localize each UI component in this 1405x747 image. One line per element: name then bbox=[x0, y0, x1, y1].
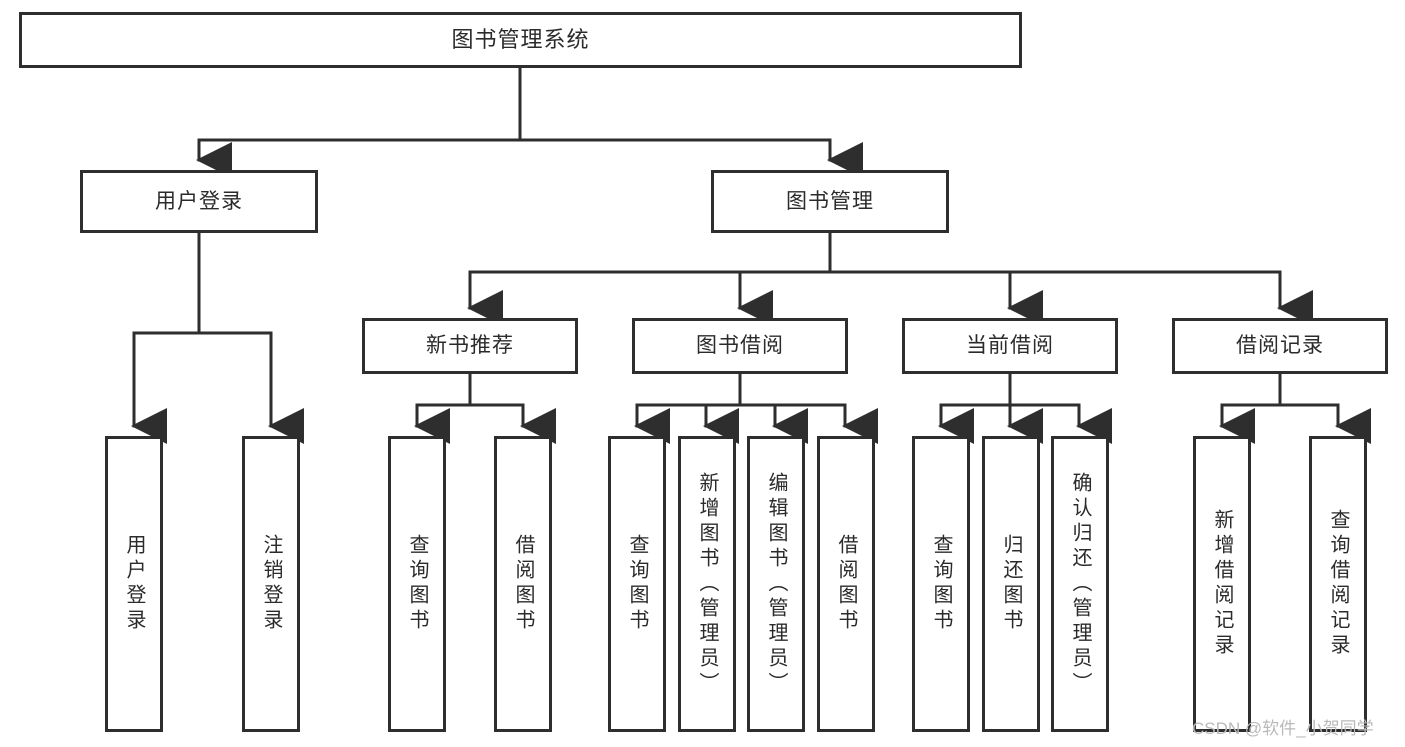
node-label: 图书管理 bbox=[786, 189, 874, 213]
node-label: 用户登录 bbox=[123, 534, 145, 634]
leaf-confirm-return-admin[interactable]: 确认归还（管理员） bbox=[1051, 436, 1109, 732]
leaf-user-login[interactable]: 用户登录 bbox=[105, 436, 163, 732]
node-new-book-recommendation[interactable]: 新书推荐 bbox=[362, 318, 578, 374]
node-label: 注销登录 bbox=[260, 534, 282, 634]
node-label: 借阅图书 bbox=[512, 534, 534, 634]
node-label: 新增图书（管理员） bbox=[696, 471, 718, 697]
node-user-login[interactable]: 用户登录 bbox=[80, 170, 318, 233]
node-label: 查询图书 bbox=[930, 534, 952, 634]
node-label: 查询图书 bbox=[406, 534, 428, 634]
node-label: 查询图书 bbox=[626, 534, 648, 634]
node-book-borrowing[interactable]: 图书借阅 bbox=[632, 318, 848, 374]
node-label: 借阅记录 bbox=[1236, 334, 1324, 358]
node-label: 新书推荐 bbox=[426, 334, 514, 358]
node-root-book-management-system[interactable]: 图书管理系统 bbox=[19, 12, 1022, 68]
node-label: 用户登录 bbox=[155, 189, 243, 213]
node-label: 当前借阅 bbox=[966, 334, 1054, 358]
leaf-edit-book-admin[interactable]: 编辑图书（管理员） bbox=[747, 436, 805, 732]
leaf-borrow-books-borrow[interactable]: 借阅图书 bbox=[817, 436, 875, 732]
node-borrowing-records[interactable]: 借阅记录 bbox=[1172, 318, 1388, 374]
leaf-add-borrow-record[interactable]: 新增借阅记录 bbox=[1193, 436, 1251, 732]
node-label: 借阅图书 bbox=[835, 534, 857, 634]
leaf-query-borrow-record[interactable]: 查询借阅记录 bbox=[1309, 436, 1367, 732]
node-label: 确认归还（管理员） bbox=[1069, 471, 1091, 697]
node-current-borrowing[interactable]: 当前借阅 bbox=[902, 318, 1118, 374]
node-label: 编辑图书（管理员） bbox=[765, 471, 787, 697]
node-label: 图书借阅 bbox=[696, 334, 784, 358]
csdn-watermark: CSDN @软件_小贺同学 bbox=[1192, 719, 1374, 738]
node-label: 新增借阅记录 bbox=[1211, 509, 1233, 659]
node-label: 归还图书 bbox=[1000, 534, 1022, 634]
leaf-borrow-books-newbook[interactable]: 借阅图书 bbox=[494, 436, 552, 732]
leaf-query-books-current[interactable]: 查询图书 bbox=[912, 436, 970, 732]
node-label: 图书管理系统 bbox=[451, 26, 590, 52]
node-book-management[interactable]: 图书管理 bbox=[711, 170, 949, 233]
leaf-query-books-borrow[interactable]: 查询图书 bbox=[608, 436, 666, 732]
node-label: 查询借阅记录 bbox=[1327, 509, 1349, 659]
leaf-add-book-admin[interactable]: 新增图书（管理员） bbox=[678, 436, 736, 732]
leaf-logout[interactable]: 注销登录 bbox=[242, 436, 300, 732]
leaf-return-books[interactable]: 归还图书 bbox=[982, 436, 1040, 732]
leaf-query-books-newbook[interactable]: 查询图书 bbox=[388, 436, 446, 732]
